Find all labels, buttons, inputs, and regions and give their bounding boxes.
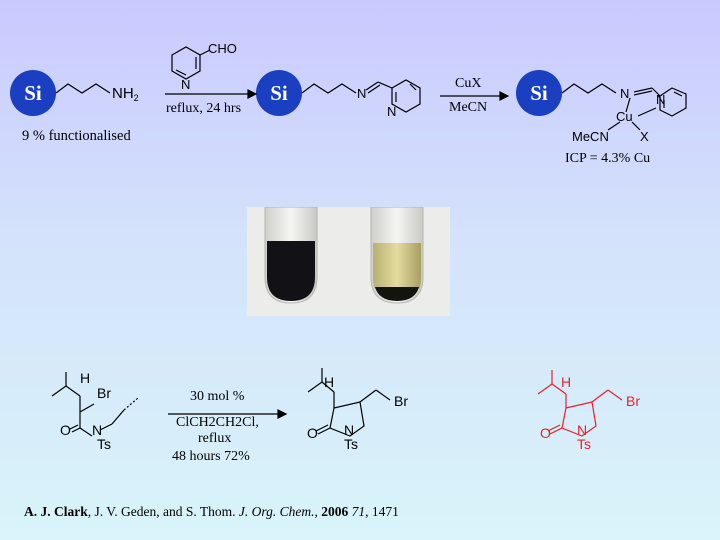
complex-x: X (640, 129, 649, 144)
si-label: Si (24, 80, 42, 105)
citation-volume: 71, (351, 504, 369, 519)
test-tubes-photo (247, 206, 450, 316)
prod-n: N (344, 422, 355, 438)
prod-br: Br (394, 393, 408, 409)
sm-o: O (60, 422, 71, 438)
pyridine-ring-aldehyde (171, 46, 201, 80)
icp-note: ICP = 4.3% Cu (565, 151, 651, 166)
propyl-linker-3 (561, 83, 617, 94)
top-scheme-bonds (55, 46, 687, 131)
pyridine-n: N (387, 104, 397, 119)
citation-page: 1471 (368, 504, 399, 519)
citation-separator: , (314, 504, 322, 519)
propyl-linker-2 (301, 83, 357, 94)
journal-name: J. Org. Chem. (238, 504, 315, 519)
pyridine-ring-2 (391, 79, 421, 113)
red-br: Br (626, 393, 640, 409)
silica-bead-2: Si (256, 70, 302, 116)
silica-bead-3: Si (516, 70, 562, 116)
prod-o: O (307, 425, 318, 441)
sm-h: H (80, 370, 91, 386)
imine-bond (365, 81, 379, 91)
aldehyde-cho: CHO (208, 41, 237, 56)
prod-h: H (324, 374, 335, 390)
red-o: O (540, 425, 551, 441)
sm-n: N (92, 422, 103, 438)
other-authors: , J. V. Geden, and S. Thom. (87, 504, 239, 519)
complex-cu: Cu (616, 109, 633, 124)
red-ts: Ts (577, 436, 591, 452)
silica-bead-1: Si (10, 70, 56, 116)
si-label: Si (270, 80, 288, 105)
reflux-label: reflux (198, 431, 232, 446)
red-n: N (577, 422, 588, 438)
time-yield: 48 hours 72% (172, 449, 250, 464)
step2-reagent: CuX (455, 76, 482, 91)
complex-mecn: MeCN (572, 129, 609, 144)
pyrrolidinone-ring (329, 401, 365, 437)
n-cu-bond (625, 97, 631, 113)
sm-br: Br (97, 385, 111, 401)
solvent: ClCH2CH2Cl, (176, 415, 259, 430)
citation-year: 2006 (321, 504, 349, 519)
bottom-scheme-bonds (51, 368, 623, 437)
amine-label: NH2 (112, 85, 139, 103)
prod-ts: Ts (344, 436, 358, 452)
imine-n: N (357, 86, 367, 101)
step2-solvent: MeCN (449, 100, 488, 115)
red-pyrrolidinone-ring (561, 401, 597, 437)
aldehyde-ring-n: N (181, 77, 191, 92)
functionalised-note: 9 % functionalised (22, 128, 131, 144)
step1-conditions: reflux, 24 hrs (166, 101, 242, 116)
test-tubes-illustration (264, 206, 424, 304)
pyridine-ring-3 (659, 87, 687, 117)
n-cu-bond-2 (637, 107, 657, 117)
complex-n1: N (620, 86, 630, 101)
si-label: Si (530, 80, 548, 105)
lead-author: A. J. Clark (24, 504, 88, 519)
sm-ts: Ts (97, 436, 111, 452)
citation: A. J. Clark, J. V. Geden, and S. Thom. J… (24, 504, 399, 520)
red-h: H (561, 374, 572, 390)
propyl-linker-1 (55, 83, 111, 94)
catalyst-loading: 30 mol % (190, 389, 245, 404)
complex-n2: N (656, 92, 666, 107)
